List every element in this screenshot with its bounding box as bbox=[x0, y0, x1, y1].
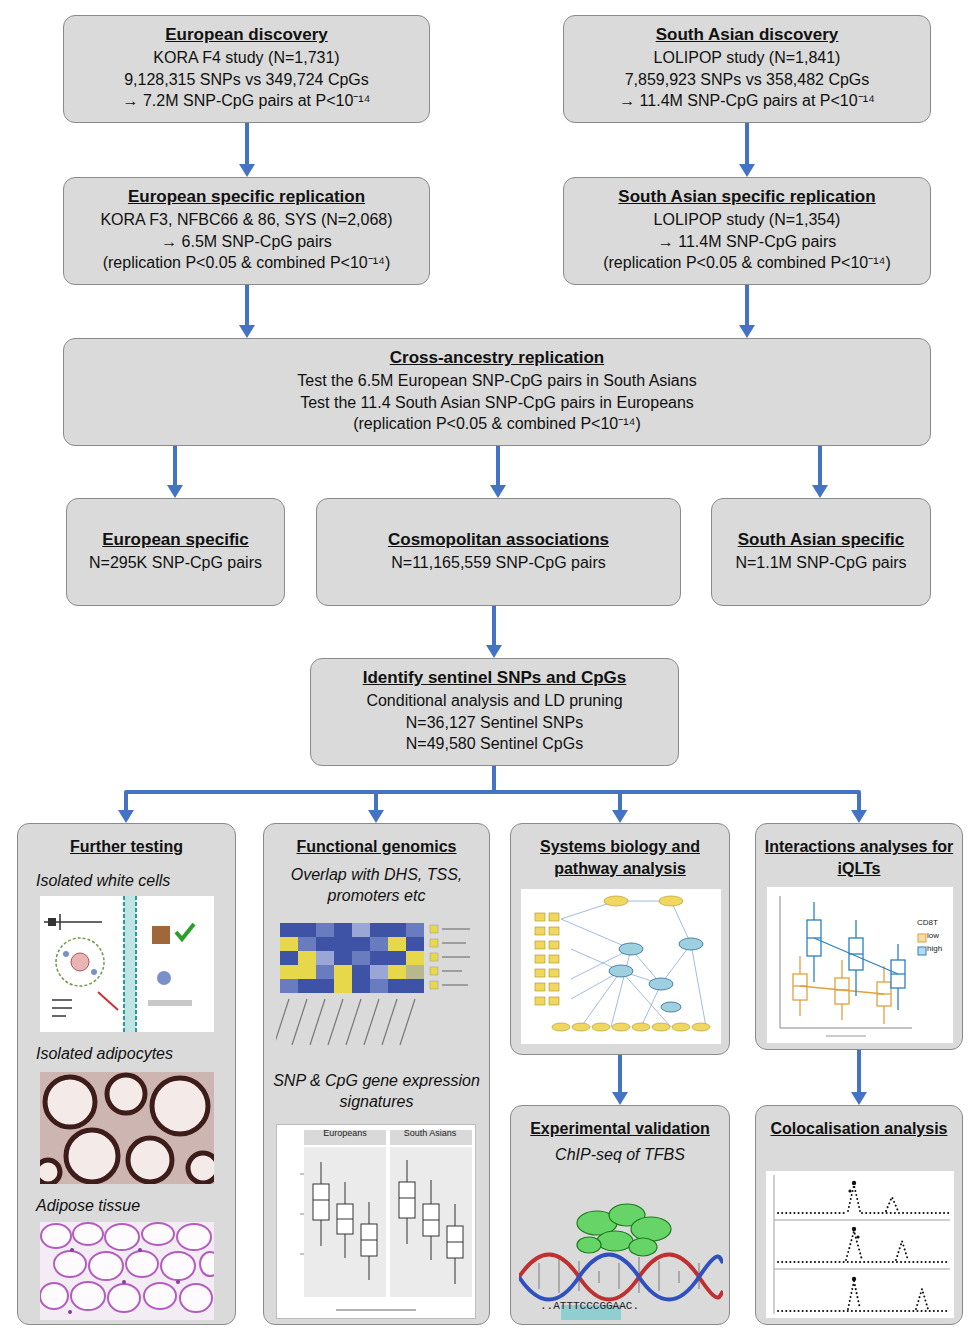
heading-text: Colocalisation analysis bbox=[771, 1118, 948, 1140]
arrow-connector bbox=[494, 766, 859, 812]
plot-label: low bbox=[927, 931, 939, 941]
analysis-panel: Functional genomicsOverlap with DHS, TSS… bbox=[263, 823, 490, 1325]
arrow-connector bbox=[745, 285, 749, 327]
body-text: Adipose tissue bbox=[26, 1195, 140, 1217]
white-cells-illustration bbox=[40, 896, 214, 1032]
heading-text: Cosmopolitan associations bbox=[388, 529, 609, 552]
body-text: Isolated adipocytes bbox=[26, 1043, 173, 1065]
body-text: 9,128,315 SNPs vs 349,724 CpGs bbox=[124, 69, 369, 91]
heading-text: Interactions analyses for iQLTs bbox=[764, 836, 954, 879]
arrow-head bbox=[239, 164, 255, 177]
arrow-connector bbox=[857, 1050, 861, 1094]
body-text: Test the 11.4 South Asian SNP-CpG pairs … bbox=[300, 392, 694, 414]
plot-label: Europeans bbox=[323, 1128, 367, 1139]
arrow-head bbox=[739, 164, 755, 177]
arrow-connector bbox=[245, 123, 249, 166]
heading-text: European discovery bbox=[165, 24, 328, 47]
heading-text: Systems biology and pathway analysis bbox=[519, 836, 721, 879]
body-text: 7,859,923 SNPs vs 358,482 CpGs bbox=[625, 69, 870, 91]
arrow-head bbox=[118, 810, 134, 823]
heading-text: European specific bbox=[102, 529, 248, 552]
process-box: Cross-ancestry replicationTest the 6.5M … bbox=[63, 338, 931, 446]
arrow-connector bbox=[496, 446, 500, 487]
body-text: → 7.2M SNP-CpG pairs at P<10⁻¹⁴ bbox=[123, 90, 371, 112]
body-text: KORA F3, NFBC66 & 86, SYS (N=2,068) bbox=[100, 209, 392, 231]
process-box: South Asian specific replicationLOLIPOP … bbox=[563, 177, 931, 285]
heading-text: Experimental validation bbox=[530, 1118, 710, 1140]
body-text: LOLIPOP study (N=1,841) bbox=[654, 47, 841, 69]
heatmap-illustration bbox=[276, 919, 476, 1054]
plot-label: high bbox=[927, 944, 942, 954]
body-text: LOLIPOP study (N=1,354) bbox=[654, 209, 841, 231]
analysis-panel: Systems biology and pathway analysis bbox=[510, 823, 730, 1055]
arrow-connector bbox=[173, 446, 177, 487]
arrow-head bbox=[490, 485, 506, 498]
body-text: N=295K SNP-CpG pairs bbox=[89, 552, 262, 574]
body-text: N=1.1M SNP-CpG pairs bbox=[735, 552, 906, 574]
arrow-connector bbox=[618, 1055, 622, 1094]
arrow-connector bbox=[745, 123, 749, 166]
heading-text: European specific replication bbox=[128, 186, 365, 209]
arrow-connector bbox=[492, 606, 496, 647]
process-box: Identify sentinel SNPs and CpGsCondition… bbox=[310, 658, 679, 766]
arrow-head bbox=[851, 1092, 867, 1105]
arrow-head bbox=[812, 485, 828, 498]
plot-label: ..ATTTCCCGGAAC. bbox=[540, 1300, 639, 1313]
arrow-head bbox=[851, 810, 867, 823]
colocalisation-plot bbox=[766, 1171, 954, 1318]
heading-text: South Asian discovery bbox=[656, 24, 839, 47]
body-text: ChIP-seq of TFBS bbox=[555, 1144, 685, 1166]
body-text: N=36,127 Sentinel SNPs bbox=[406, 712, 583, 734]
adipose-tissue-photo bbox=[40, 1222, 214, 1320]
body-text: KORA F4 study (N=1,731) bbox=[153, 47, 339, 69]
body-text: → 11.4M SNP-CpG pairs at P<10⁻¹⁴ bbox=[619, 90, 875, 112]
expression-boxplot bbox=[276, 1124, 476, 1319]
arrow-connector bbox=[126, 766, 494, 812]
process-box: European discoveryKORA F4 study (N=1,731… bbox=[63, 15, 430, 123]
body-text: → 11.4M SNP-CpG pairs bbox=[658, 231, 836, 253]
result-box: South Asian specificN=1.1M SNP-CpG pairs bbox=[711, 498, 931, 606]
arrow-head bbox=[368, 810, 384, 823]
process-box: European specific replicationKORA F3, NF… bbox=[63, 177, 430, 285]
body-text: SNP & CpG gene expression signatures bbox=[272, 1070, 481, 1113]
heading-text: Further testing bbox=[70, 836, 183, 858]
analysis-panel: Colocalisation analysis bbox=[755, 1105, 963, 1325]
body-text: Isolated white cells bbox=[26, 870, 170, 892]
arrow-connector bbox=[245, 285, 249, 327]
heading-text: Functional genomics bbox=[296, 836, 456, 858]
arrow-head bbox=[612, 810, 628, 823]
heading-text: South Asian specific replication bbox=[618, 186, 875, 209]
interaction-boxplot bbox=[766, 886, 954, 1044]
body-text: (replication P<0.05 & combined P<10⁻¹⁴) bbox=[603, 252, 891, 274]
analysis-panel: Experimental validationChIP-seq of TFBS bbox=[510, 1105, 730, 1325]
process-box: South Asian discoveryLOLIPOP study (N=1,… bbox=[563, 15, 931, 123]
arrow-connector bbox=[494, 766, 620, 812]
arrow-head bbox=[167, 485, 183, 498]
result-box: Cosmopolitan associationsN=11,165,559 SN… bbox=[316, 498, 681, 606]
arrow-head bbox=[739, 325, 755, 338]
analysis-panel: Further testingIsolated white cellsIsola… bbox=[17, 823, 236, 1325]
heading-text: Cross-ancestry replication bbox=[390, 347, 604, 370]
arrow-head bbox=[612, 1092, 628, 1105]
body-text: Conditional analysis and LD pruning bbox=[366, 690, 622, 712]
arrow-connector bbox=[818, 446, 822, 487]
arrow-connector bbox=[376, 766, 494, 812]
body-text: Overlap with DHS, TSS, promoters etc bbox=[272, 864, 481, 907]
body-text: Test the 6.5M European SNP-CpG pairs in … bbox=[297, 370, 696, 392]
body-text: N=11,165,559 SNP-CpG pairs bbox=[391, 552, 605, 574]
heading-text: South Asian specific bbox=[738, 529, 905, 552]
arrow-head bbox=[486, 645, 502, 658]
body-text: (replication P<0.05 & combined P<10⁻¹⁴) bbox=[103, 252, 391, 274]
adipocytes-photo bbox=[40, 1072, 214, 1184]
plot-label: South Asians bbox=[404, 1128, 457, 1139]
body-text: N=49,580 Sentinel CpGs bbox=[406, 733, 583, 755]
body-text: (replication P<0.05 & combined P<10⁻¹⁴) bbox=[353, 413, 641, 435]
network-illustration bbox=[521, 889, 721, 1044]
heading-text: Identify sentinel SNPs and CpGs bbox=[363, 667, 627, 690]
plot-label: CD8T bbox=[917, 918, 938, 928]
result-box: European specificN=295K SNP-CpG pairs bbox=[66, 498, 285, 606]
arrow-head bbox=[239, 325, 255, 338]
body-text: → 6.5M SNP-CpG pairs bbox=[161, 231, 332, 253]
